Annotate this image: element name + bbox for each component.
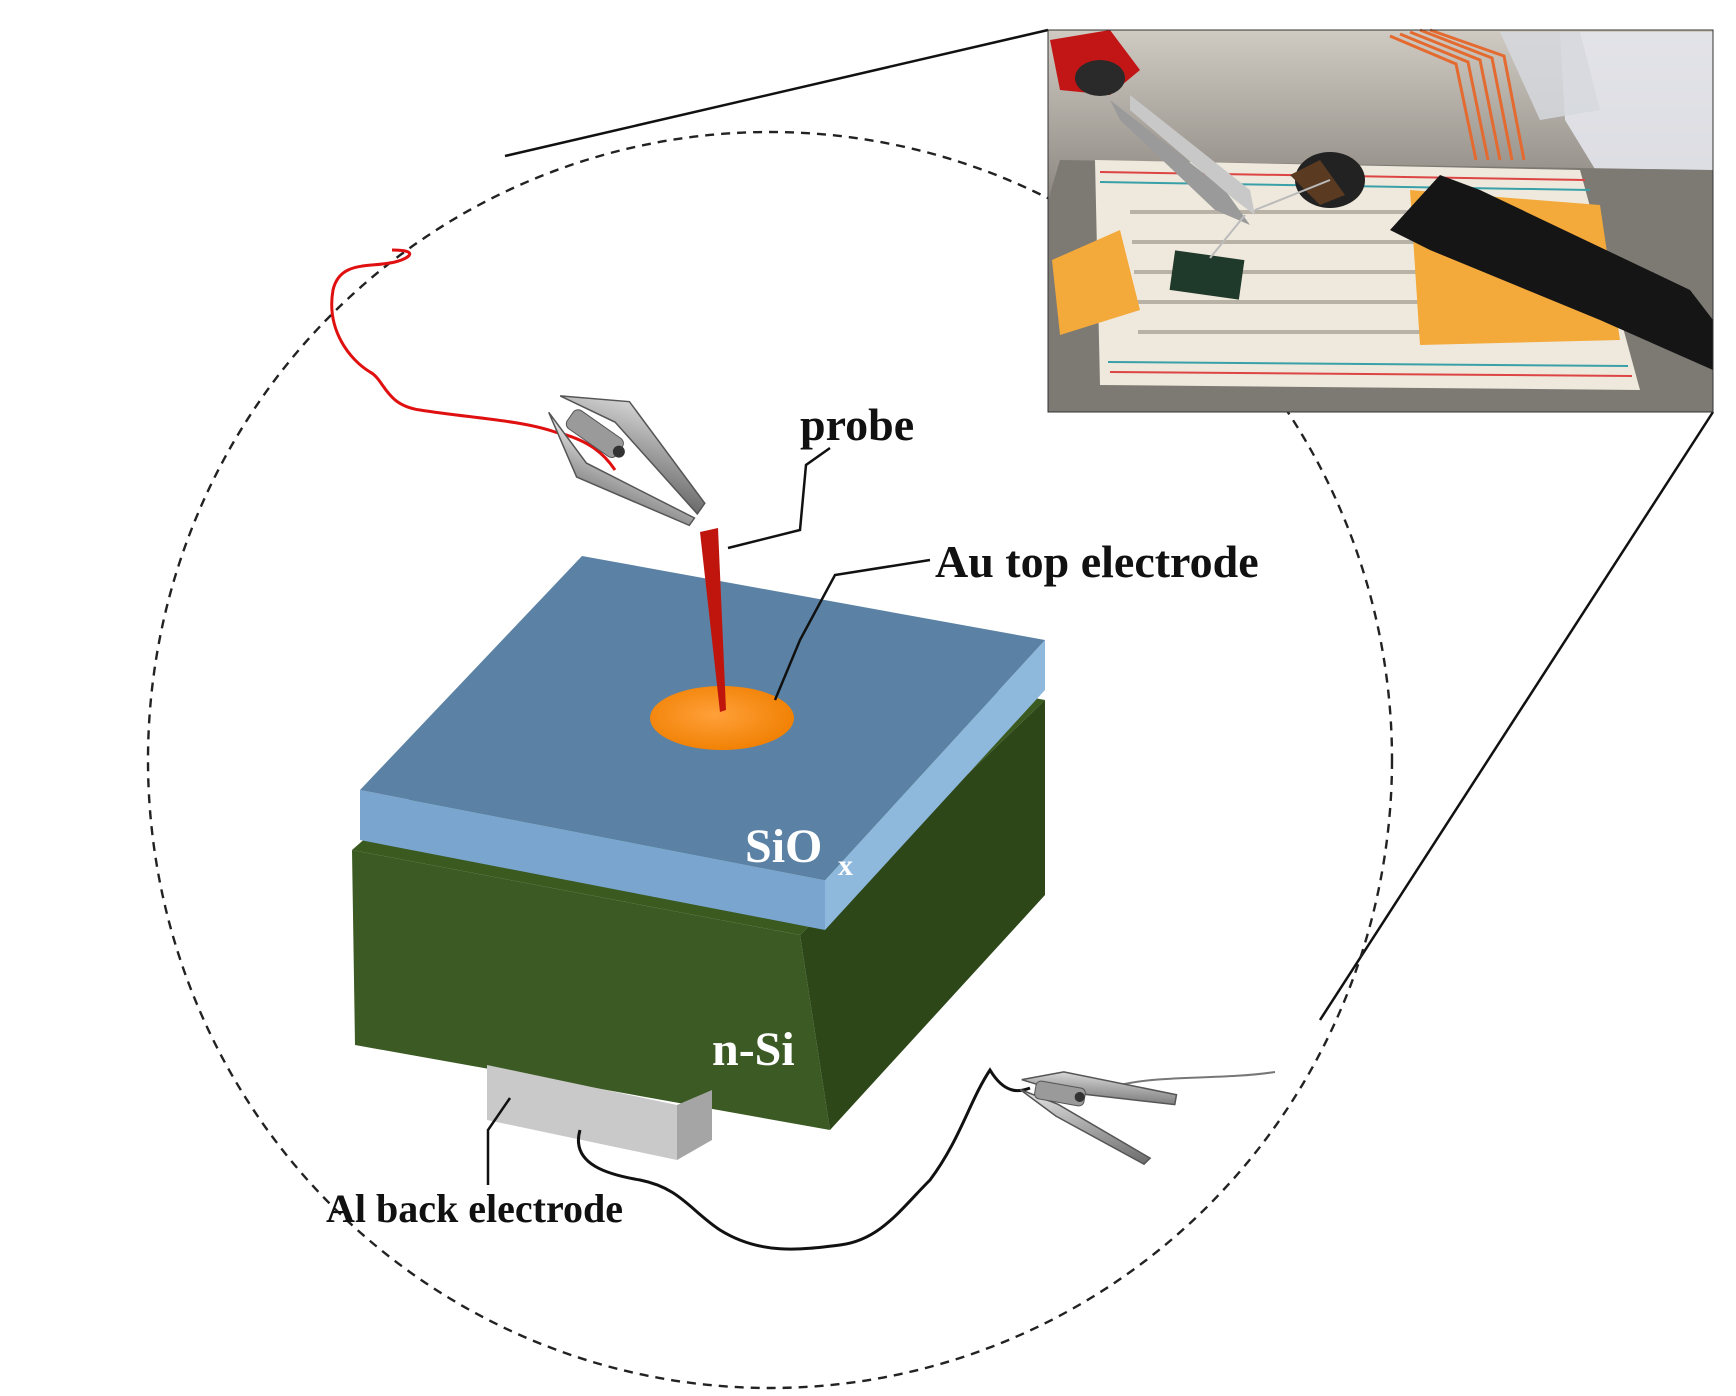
n-si-substrate-front	[352, 850, 830, 1130]
sio2-subscript: x	[838, 849, 853, 882]
sio2-label: SiO	[745, 820, 822, 873]
n-si-label: n-Si	[712, 1023, 795, 1076]
measurement-setup-photo	[1047, 28, 1714, 413]
au-top-electrode	[650, 686, 794, 750]
probe-tip	[700, 528, 726, 712]
sio2-layer-front	[360, 790, 825, 930]
al-electrode-leader	[486, 1097, 512, 1185]
au-top-electrode-label: Au top electrode	[935, 536, 1259, 587]
au-electrode-leader	[773, 558, 931, 701]
black-wire-tail	[1119, 1071, 1276, 1086]
alligator-clip-icon	[1019, 1071, 1178, 1166]
al-back-electrode-front	[487, 1065, 677, 1160]
alligator-clip-icon	[548, 395, 706, 527]
probe-leader	[727, 446, 831, 550]
zoom-line-lower	[1318, 411, 1715, 1021]
probe-label: probe	[800, 399, 914, 450]
zoom-line-upper	[504, 28, 1049, 158]
zoom-circle	[146, 130, 1394, 1390]
al-back-electrode-side	[677, 1090, 712, 1160]
al-back-electrode-label: Al back electrode	[326, 1186, 623, 1231]
sio2-layer-side	[825, 640, 1045, 930]
black-wire	[576, 1067, 1031, 1251]
red-wire	[330, 248, 617, 471]
n-si-substrate-side	[800, 700, 1045, 1130]
